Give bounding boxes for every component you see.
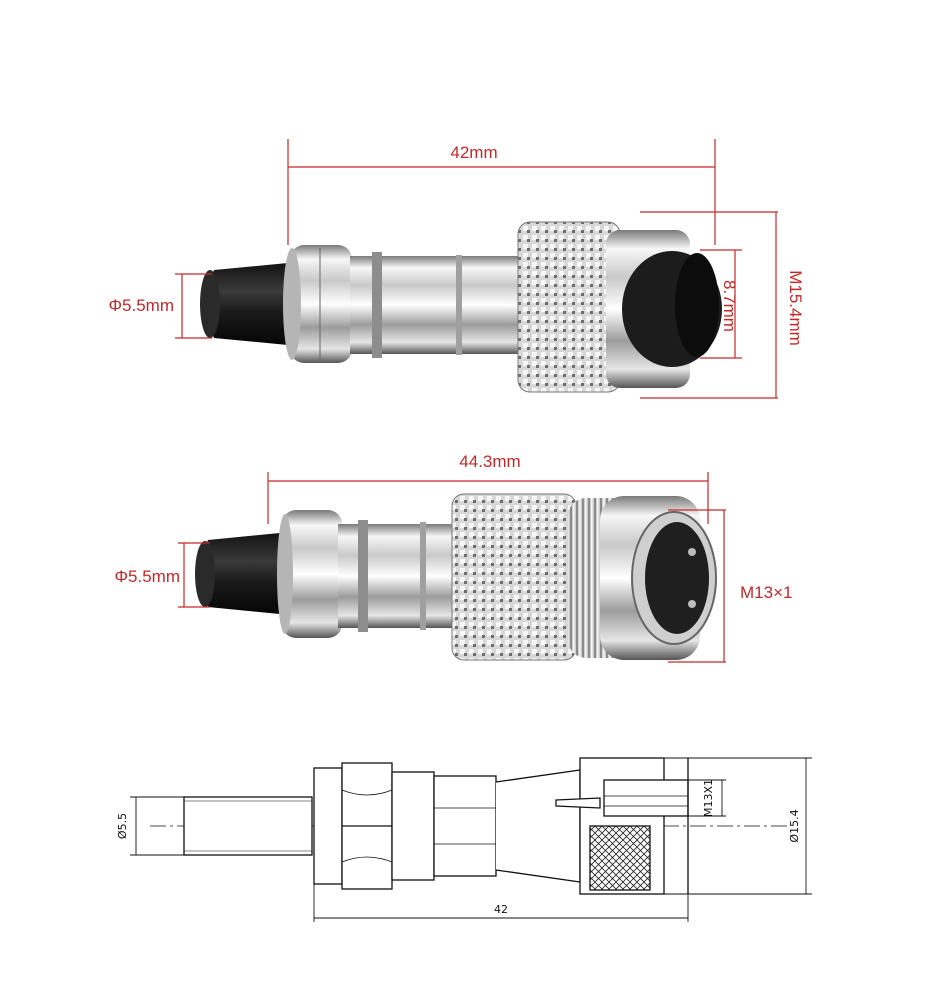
- top-knurled-ring: [517, 221, 621, 393]
- top-hex-nut: [290, 245, 352, 363]
- middle-hex-nut: [282, 510, 342, 638]
- drawing-cable-label: Ø5.5: [116, 813, 129, 839]
- drawing-dimensions: [130, 757, 812, 922]
- middle-connector: [195, 493, 717, 661]
- top-cable-end: [200, 270, 220, 338]
- top-outer-label: M15.4mm: [786, 270, 805, 346]
- top-inner-label: 8.7mm: [720, 280, 739, 332]
- drawing-cable: [183, 796, 313, 856]
- middle-length-label: 44.3mm: [459, 452, 520, 471]
- technical-drawing: [150, 757, 790, 895]
- top-dimensions: [175, 139, 778, 399]
- drawing-thread-label: M13X1: [702, 779, 715, 817]
- middle-thread-label: M13×1: [740, 583, 792, 602]
- middle-body: [338, 524, 468, 628]
- drawing-outer-label: Ø15.4: [788, 809, 801, 842]
- middle-cable: [201, 532, 290, 615]
- top-length-label: 42mm: [450, 143, 497, 162]
- middle-cable-diameter-label: Φ5.5mm: [114, 567, 180, 586]
- top-cable-diameter-label: Φ5.5mm: [108, 296, 174, 315]
- drawing-hex-nut: [313, 767, 343, 885]
- middle-dimensions: [178, 472, 726, 663]
- middle-knurled-ring: [451, 493, 577, 661]
- top-cable: [206, 262, 298, 346]
- drawing-length-label: 42: [494, 903, 508, 916]
- drawing-knurl-section: [589, 825, 651, 891]
- top-connector: [200, 221, 722, 393]
- drawing-body: [391, 771, 435, 881]
